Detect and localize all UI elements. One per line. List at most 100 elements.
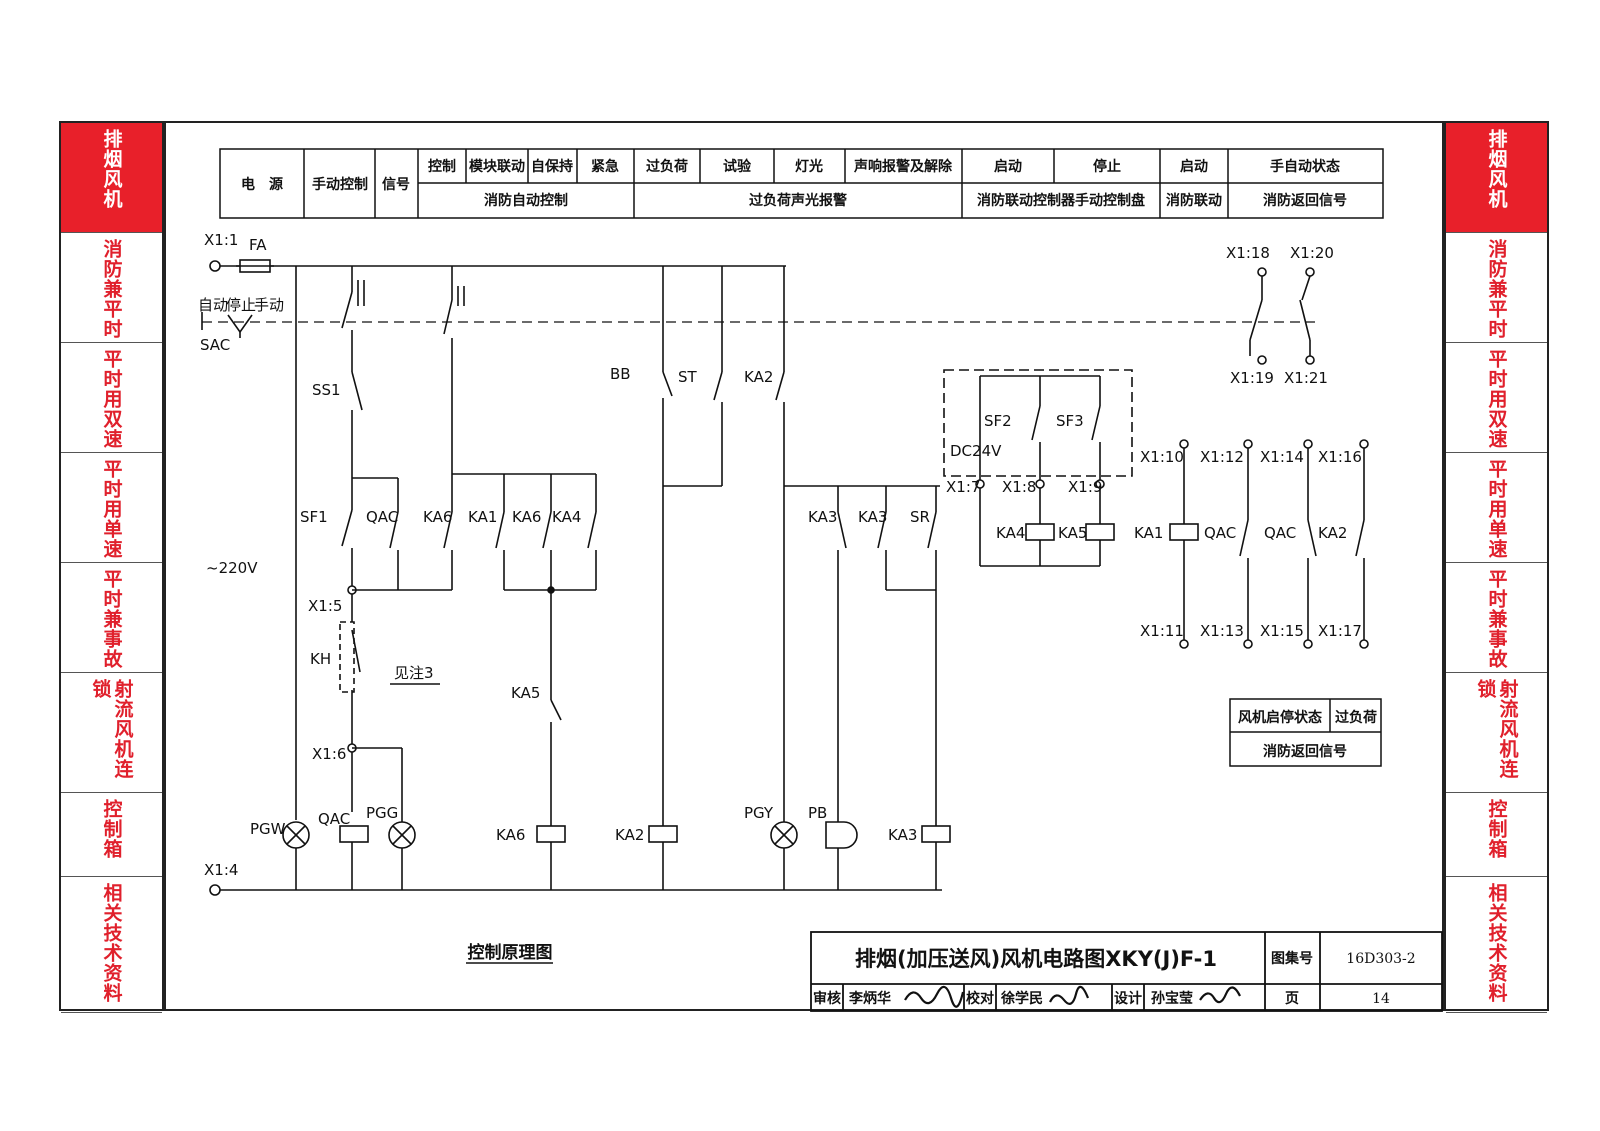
left-tab-0[interactable]: 排烟风机 bbox=[61, 123, 162, 233]
right-tab-2[interactable]: 平时用双速 bbox=[1446, 343, 1547, 453]
label-mode-manual: 手动 bbox=[254, 296, 284, 314]
label-x1-14: X1:14 bbox=[1260, 448, 1304, 466]
label-x1-6: X1:6 bbox=[312, 745, 346, 763]
left-tab-6[interactable]: 控制箱 bbox=[61, 793, 162, 877]
tab-label: 射流风机连锁 bbox=[1474, 679, 1519, 779]
header-table bbox=[219, 148, 1384, 219]
label-x1-5: X1:5 bbox=[308, 597, 342, 615]
title-block bbox=[810, 931, 1443, 1012]
right-tab-6[interactable]: 控制箱 bbox=[1446, 793, 1547, 877]
label-mode-stop: 停止 bbox=[226, 296, 256, 314]
right-tab-7[interactable]: 相关技术资料 bbox=[1446, 877, 1547, 1013]
label-ka6-b: KA6 bbox=[512, 508, 541, 526]
left-tab-1[interactable]: 消防兼平时 bbox=[61, 233, 162, 343]
label-x1-11: X1:11 bbox=[1140, 622, 1184, 640]
label-x1-12: X1:12 bbox=[1200, 448, 1244, 466]
left-tab-3[interactable]: 平时用单速 bbox=[61, 453, 162, 563]
hdr-fire-linkage: 消防联动 bbox=[1166, 192, 1222, 209]
designer-name: 孙宝莹 bbox=[1151, 990, 1193, 1007]
coil-qac bbox=[339, 825, 369, 843]
tab-label: 平时用双速 bbox=[1485, 349, 1508, 449]
left-tab-4[interactable]: 平时兼事故 bbox=[61, 563, 162, 673]
label-x1-13: X1:13 bbox=[1200, 622, 1244, 640]
label-bb: BB bbox=[610, 365, 631, 383]
signal-box bbox=[1229, 698, 1382, 767]
return-terminals bbox=[1169, 439, 1369, 649]
label-note-ref: 见注3 bbox=[394, 664, 434, 682]
hdr-start: 启动 bbox=[994, 158, 1022, 175]
label-x1-18: X1:18 bbox=[1226, 244, 1270, 262]
column-pgw bbox=[282, 266, 310, 890]
label-pgw: PGW bbox=[250, 820, 286, 838]
page-label: 页 bbox=[1285, 991, 1299, 1007]
label-ka4-a: KA4 bbox=[552, 508, 581, 526]
right-tab-1[interactable]: 消防兼平时 bbox=[1446, 233, 1547, 343]
label-x1-4: X1:4 bbox=[204, 861, 238, 879]
label-ss1: SS1 bbox=[312, 381, 341, 399]
left-tab-5[interactable]: 射流风机连锁 bbox=[61, 673, 162, 793]
review-label: 审核 bbox=[813, 990, 841, 1007]
tab-label: 平时兼事故 bbox=[100, 569, 123, 669]
hdr-test: 试验 bbox=[723, 158, 752, 175]
tab-label: 排烟风机 bbox=[1485, 129, 1508, 209]
drawing-frame bbox=[164, 121, 1444, 1011]
label-ka6-coil: KA6 bbox=[496, 826, 525, 844]
coil-ka2 bbox=[648, 825, 678, 843]
tab-label: 相关技术资料 bbox=[100, 883, 123, 1003]
tab-label: 平时用单速 bbox=[100, 459, 123, 559]
label-sf2: SF2 bbox=[984, 412, 1012, 430]
label-pgg: PGG bbox=[366, 804, 398, 822]
label-sac: SAC bbox=[200, 336, 230, 354]
right-tab-5[interactable]: 射流风机连锁 bbox=[1446, 673, 1547, 793]
design-label: 设计 bbox=[1114, 990, 1142, 1007]
label-x1-15: X1:15 bbox=[1260, 622, 1304, 640]
column-ka3 bbox=[784, 485, 951, 890]
mode-contacts-x18-x21 bbox=[1249, 267, 1315, 365]
checker-name: 徐学民 bbox=[1000, 990, 1043, 1007]
hdr-start-2: 启动 bbox=[1180, 158, 1208, 175]
page-number: 14 bbox=[1372, 991, 1390, 1007]
label-x1-17: X1:17 bbox=[1318, 622, 1362, 640]
label-x1-20: X1:20 bbox=[1290, 244, 1334, 262]
label-qac-b: QAC bbox=[1204, 524, 1236, 542]
hdr-fire-return: 消防返回信号 bbox=[1263, 192, 1347, 209]
right-tab-4[interactable]: 平时兼事故 bbox=[1446, 563, 1547, 673]
qac-self-hold bbox=[352, 477, 452, 591]
reviewer-name: 李炳华 bbox=[848, 990, 891, 1007]
right-tab-0[interactable]: 排烟风机 bbox=[1446, 123, 1547, 233]
label-pgy: PGY bbox=[744, 804, 774, 822]
hdr-manual-control: 手动控制 bbox=[312, 176, 368, 193]
right-tab-3[interactable]: 平时用单速 bbox=[1446, 453, 1547, 563]
hdr-emergency: 紧急 bbox=[591, 158, 619, 175]
signature-marks bbox=[904, 985, 1241, 1008]
drawing-title: 排烟(加压送风)风机电路图XKY(J)F-1 bbox=[855, 947, 1217, 971]
label-qac-aux: QAC bbox=[366, 508, 398, 526]
coil-ka3 bbox=[921, 825, 951, 843]
selector-sac bbox=[201, 312, 253, 338]
label-ka3-a: KA3 bbox=[808, 508, 837, 526]
label-x1-10: X1:10 bbox=[1140, 448, 1184, 466]
left-tab-7[interactable]: 相关技术资料 bbox=[61, 877, 162, 1013]
signal-box-col2: 过负荷 bbox=[1335, 709, 1377, 726]
tab-label: 相关技术资料 bbox=[1485, 883, 1508, 1003]
dc24v-panel bbox=[943, 369, 1133, 567]
coil-ka5 bbox=[1085, 523, 1115, 541]
hdr-control: 控制 bbox=[428, 158, 456, 175]
buzzer-pb bbox=[825, 821, 858, 849]
label-x1-7: X1:7 bbox=[946, 478, 980, 496]
hdr-module-linkage: 模块联动 bbox=[469, 158, 525, 175]
tab-label: 射流风机连锁 bbox=[89, 679, 134, 779]
tab-label: 平时用单速 bbox=[1485, 459, 1508, 559]
left-tab-2[interactable]: 平时用双速 bbox=[61, 343, 162, 453]
label-sf1: SF1 bbox=[300, 508, 328, 526]
column-pgg bbox=[352, 747, 416, 890]
atlas-number: 16D303-2 bbox=[1346, 951, 1415, 967]
label-x1-21: X1:21 bbox=[1284, 369, 1328, 387]
hdr-light: 灯光 bbox=[795, 158, 823, 175]
hdr-signal: 信号 bbox=[382, 176, 410, 193]
hdr-alarm: 声响报警及解除 bbox=[853, 158, 953, 175]
label-ka2-b: KA2 bbox=[1318, 524, 1347, 542]
label-st: ST bbox=[678, 368, 698, 386]
label-qac-coil: QAC bbox=[318, 810, 350, 828]
label-fa: FA bbox=[249, 236, 267, 254]
